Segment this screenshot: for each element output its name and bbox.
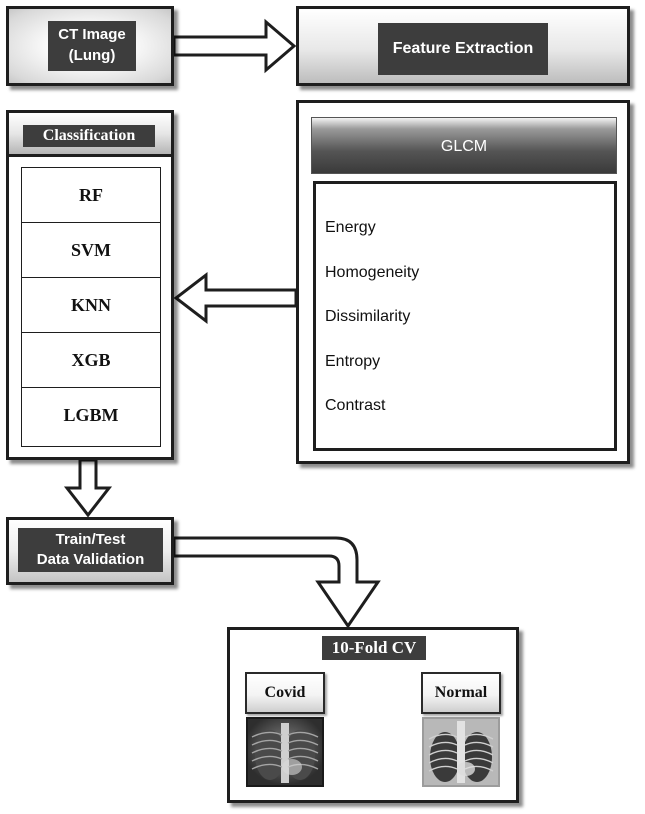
classifier-lgbm: LGBM (63, 405, 119, 425)
glcm-box: GLCM Energy Homogeneity Dissimilarity En… (296, 100, 630, 464)
classifier-rf: RF (22, 168, 160, 223)
glcm-feature-energy: Energy (325, 219, 376, 236)
feature-extraction-label: Feature Extraction (378, 23, 548, 75)
arrow-ct-to-feature (172, 18, 297, 74)
normal-class-label: Normal (421, 672, 501, 714)
classifier-list: RF SVM KNN XGB LGBM (21, 167, 161, 447)
ct-image-label-line1: CT Image (58, 26, 126, 43)
glcm-feature-list: Energy Homogeneity Dissimilarity Entropy… (313, 181, 617, 451)
validation-label-line2: Data Validation (36, 551, 145, 568)
classification-label: Classification (23, 125, 155, 147)
covid-class-label: Covid (245, 672, 325, 714)
validation-label: Train/Test Data Validation (18, 528, 163, 572)
ct-image-label-line2: (Lung) (68, 47, 116, 64)
classifier-xgb: XGB (22, 333, 160, 388)
arrow-classification-to-validation (63, 458, 113, 518)
covid-xray-image (246, 717, 324, 787)
classifier-svm: SVM (22, 223, 160, 278)
ct-image-box: CT Image (Lung) (6, 6, 174, 86)
ct-image-label: CT Image (Lung) (48, 21, 136, 71)
arrow-validation-to-cv (172, 536, 381, 629)
cv-title: 10-Fold CV (322, 636, 426, 660)
classification-header: Classification (9, 113, 171, 157)
glcm-feature-homogeneity: Homogeneity (325, 264, 420, 281)
classification-box: Classification RF SVM KNN XGB LGBM (6, 110, 174, 460)
validation-label-line1: Train/Test (55, 531, 126, 548)
cv-box: 10-Fold CV Covid Normal (227, 627, 519, 803)
glcm-header: GLCM (311, 117, 617, 174)
arrow-glcm-to-classification (173, 271, 298, 325)
glcm-feature-entropy: Entropy (325, 353, 381, 370)
classifier-knn: KNN (22, 278, 160, 333)
glcm-feature-dissimilarity: Dissimilarity (325, 308, 411, 325)
glcm-feature-contrast: Contrast (325, 397, 386, 414)
feature-extraction-box: Feature Extraction (296, 6, 630, 86)
validation-box: Train/Test Data Validation (6, 517, 174, 585)
normal-xray-image (422, 717, 500, 787)
